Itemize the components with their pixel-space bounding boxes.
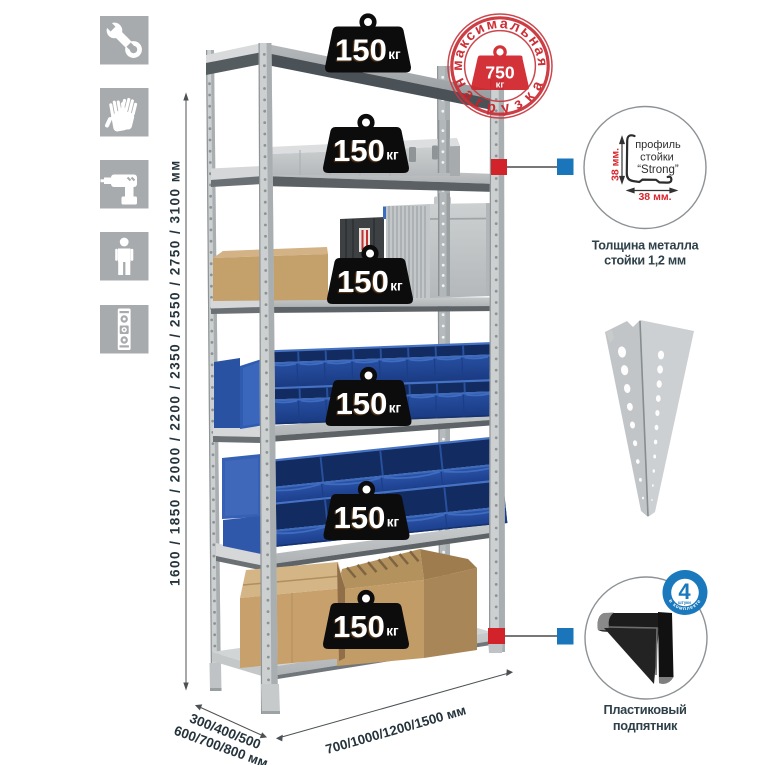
svg-text:1600 / 1850 / 2000 / 2200 / 23: 1600 / 1850 / 2000 / 2200 / 2350 / 2550 … xyxy=(168,159,183,586)
svg-text:38 мм.: 38 мм. xyxy=(610,148,622,181)
svg-text:стойки: стойки xyxy=(640,152,674,164)
svg-text:750: 750 xyxy=(485,63,514,83)
svg-text:Пластиковый: Пластиковый xyxy=(603,702,686,717)
svg-text:38 мм.: 38 мм. xyxy=(638,191,671,203)
svg-text:штуки: штуки xyxy=(678,600,691,605)
svg-text:4: 4 xyxy=(678,579,691,604)
svg-text:стойки 1,2 мм: стойки 1,2 мм xyxy=(604,254,686,268)
svg-text:Толщина металла: Толщина металла xyxy=(592,239,700,253)
svg-text:кг: кг xyxy=(496,80,505,91)
svg-text:“Strong”: “Strong” xyxy=(637,164,679,176)
svg-text:профиль: профиль xyxy=(635,139,681,151)
svg-text:подпятник: подпятник xyxy=(613,718,678,733)
